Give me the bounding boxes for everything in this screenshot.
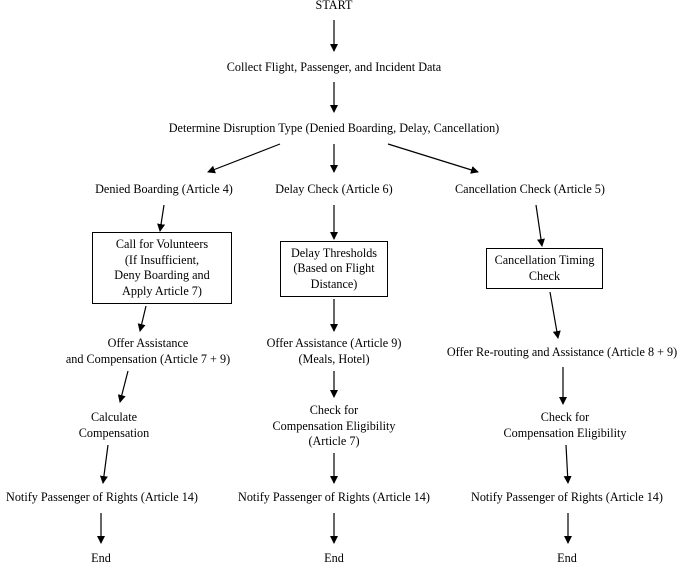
check-mid-line-2: Compensation Eligibility (272, 418, 396, 433)
offer-mid-line-2: (Meals, Hotel) (298, 351, 370, 366)
node-collect-data: Collect Flight, Passenger, and Incident … (226, 60, 442, 74)
offer-left-line-2: and Compensation (Article 7 + 9) (65, 351, 231, 366)
volunteers-line-1: Call for Volunteers (115, 237, 209, 251)
arrow-volunteers-to-offer-left (137, 305, 147, 332)
arrow-offer-left-to-calc (117, 370, 129, 403)
node-delay-check: Delay Check (Article 6) (275, 182, 393, 196)
node-end-right: End (557, 551, 577, 565)
node-end-left: End (91, 551, 111, 565)
calc-line-2: Compensation (78, 425, 150, 440)
check-mid-line-3: (Article 7) (308, 434, 360, 448)
node-end-mid: End (324, 551, 344, 565)
node-notify-mid: Notify Passenger of Rights (Article 14) (238, 490, 430, 504)
thresholds-line-2: (Based on Flight (293, 261, 375, 276)
offer-mid-line-1: Offer Assistance (Article 9) (266, 336, 402, 350)
thresholds-line-1: Delay Thresholds (290, 245, 378, 260)
box-delay-thresholds: Delay Thresholds (Based on Flight Distan… (280, 241, 388, 297)
arrow-calc-to-notify-left (99, 444, 109, 484)
timing-line-1: Cancellation Timing (494, 253, 595, 267)
node-calculate-compensation: Calculate Compensation (79, 410, 149, 441)
arrow-determine-to-denied (207, 143, 281, 174)
volunteers-line-3: Deny Boarding and (114, 268, 210, 282)
check-right-line-1: Check for (540, 410, 590, 424)
thresholds-line-3: Distance) (310, 276, 358, 291)
node-notify-left: Notify Passenger of Rights (Article 14) (6, 490, 198, 504)
volunteers-line-2: (If Insufficient, (124, 252, 200, 267)
node-cancellation-check: Cancellation Check (Article 5) (455, 182, 605, 196)
node-determine-type: Determine Disruption Type (Denied Boardi… (168, 121, 500, 135)
arrow-cancel-to-timing (535, 204, 545, 247)
offer-left-line-1: Offer Assistance (107, 336, 189, 350)
arrow-denied-to-volunteers (157, 204, 166, 232)
check-right-line-2: Compensation Eligibility (503, 425, 627, 440)
node-offer-right: Offer Re-routing and Assistance (Article… (446, 345, 678, 359)
node-denied-boarding: Denied Boarding (Article 4) (95, 182, 233, 196)
node-offer-left: Offer Assistance and Compensation (Artic… (66, 336, 230, 367)
calc-line-1: Calculate (90, 410, 138, 424)
box-call-for-volunteers: Call for Volunteers (If Insufficient, De… (92, 232, 232, 304)
node-notify-right: Notify Passenger of Rights (Article 14) (471, 490, 663, 504)
timing-line-2: Check (528, 268, 561, 283)
arrow-timing-to-offer-right (549, 291, 561, 339)
node-start: START (315, 0, 353, 12)
node-offer-mid: Offer Assistance (Article 9) (Meals, Hot… (267, 336, 402, 367)
box-cancellation-timing: Cancellation Timing Check (486, 248, 603, 289)
arrow-determine-to-cancel (387, 143, 479, 174)
arrow-check-right-to-notify-right (563, 444, 572, 484)
node-check-mid: Check for Compensation Eligibility (Arti… (273, 403, 396, 450)
check-mid-line-1: Check for (309, 403, 359, 417)
node-check-right: Check for Compensation Eligibility (504, 410, 627, 441)
volunteers-line-4: Apply Article 7) (122, 283, 202, 298)
